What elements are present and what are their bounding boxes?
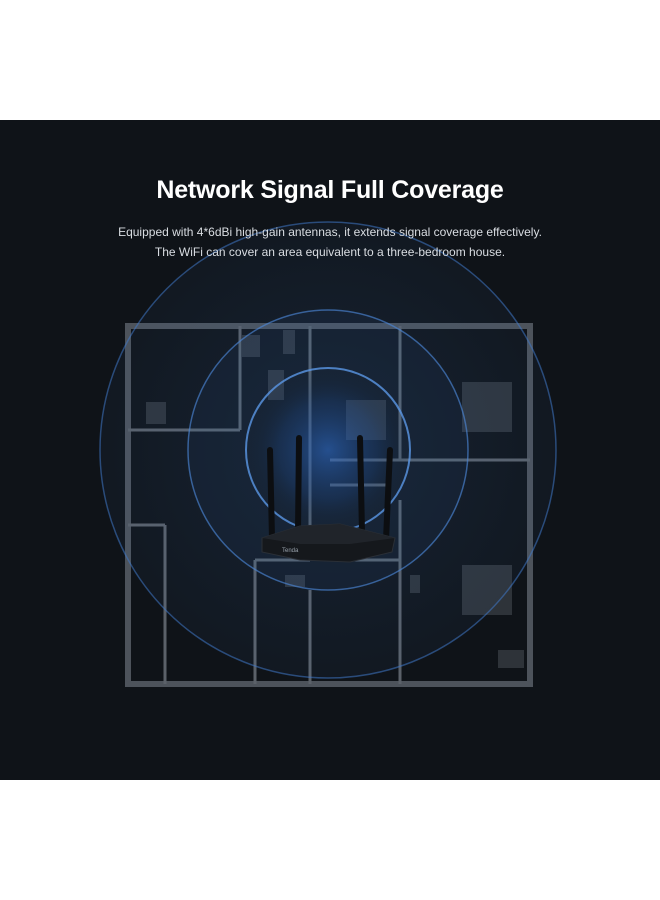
description: Equipped with 4*6dBi high-gain antennas,…	[0, 222, 660, 262]
headline: Network Signal Full Coverage	[156, 176, 504, 204]
description-line-1: Equipped with 4*6dBi high-gain antennas,…	[118, 225, 542, 239]
router-icon: Tenda	[261, 435, 396, 563]
description-line-2: The WiFi can cover an area equivalent to…	[154, 245, 506, 259]
coverage-banner: Tenda Network Signal Full Coverage Equip…	[0, 120, 660, 780]
wifi-signal-rings-icon	[99, 221, 557, 679]
coverage-illustration: Tenda	[99, 221, 557, 687]
router-brand-label: Tenda	[282, 548, 299, 554]
